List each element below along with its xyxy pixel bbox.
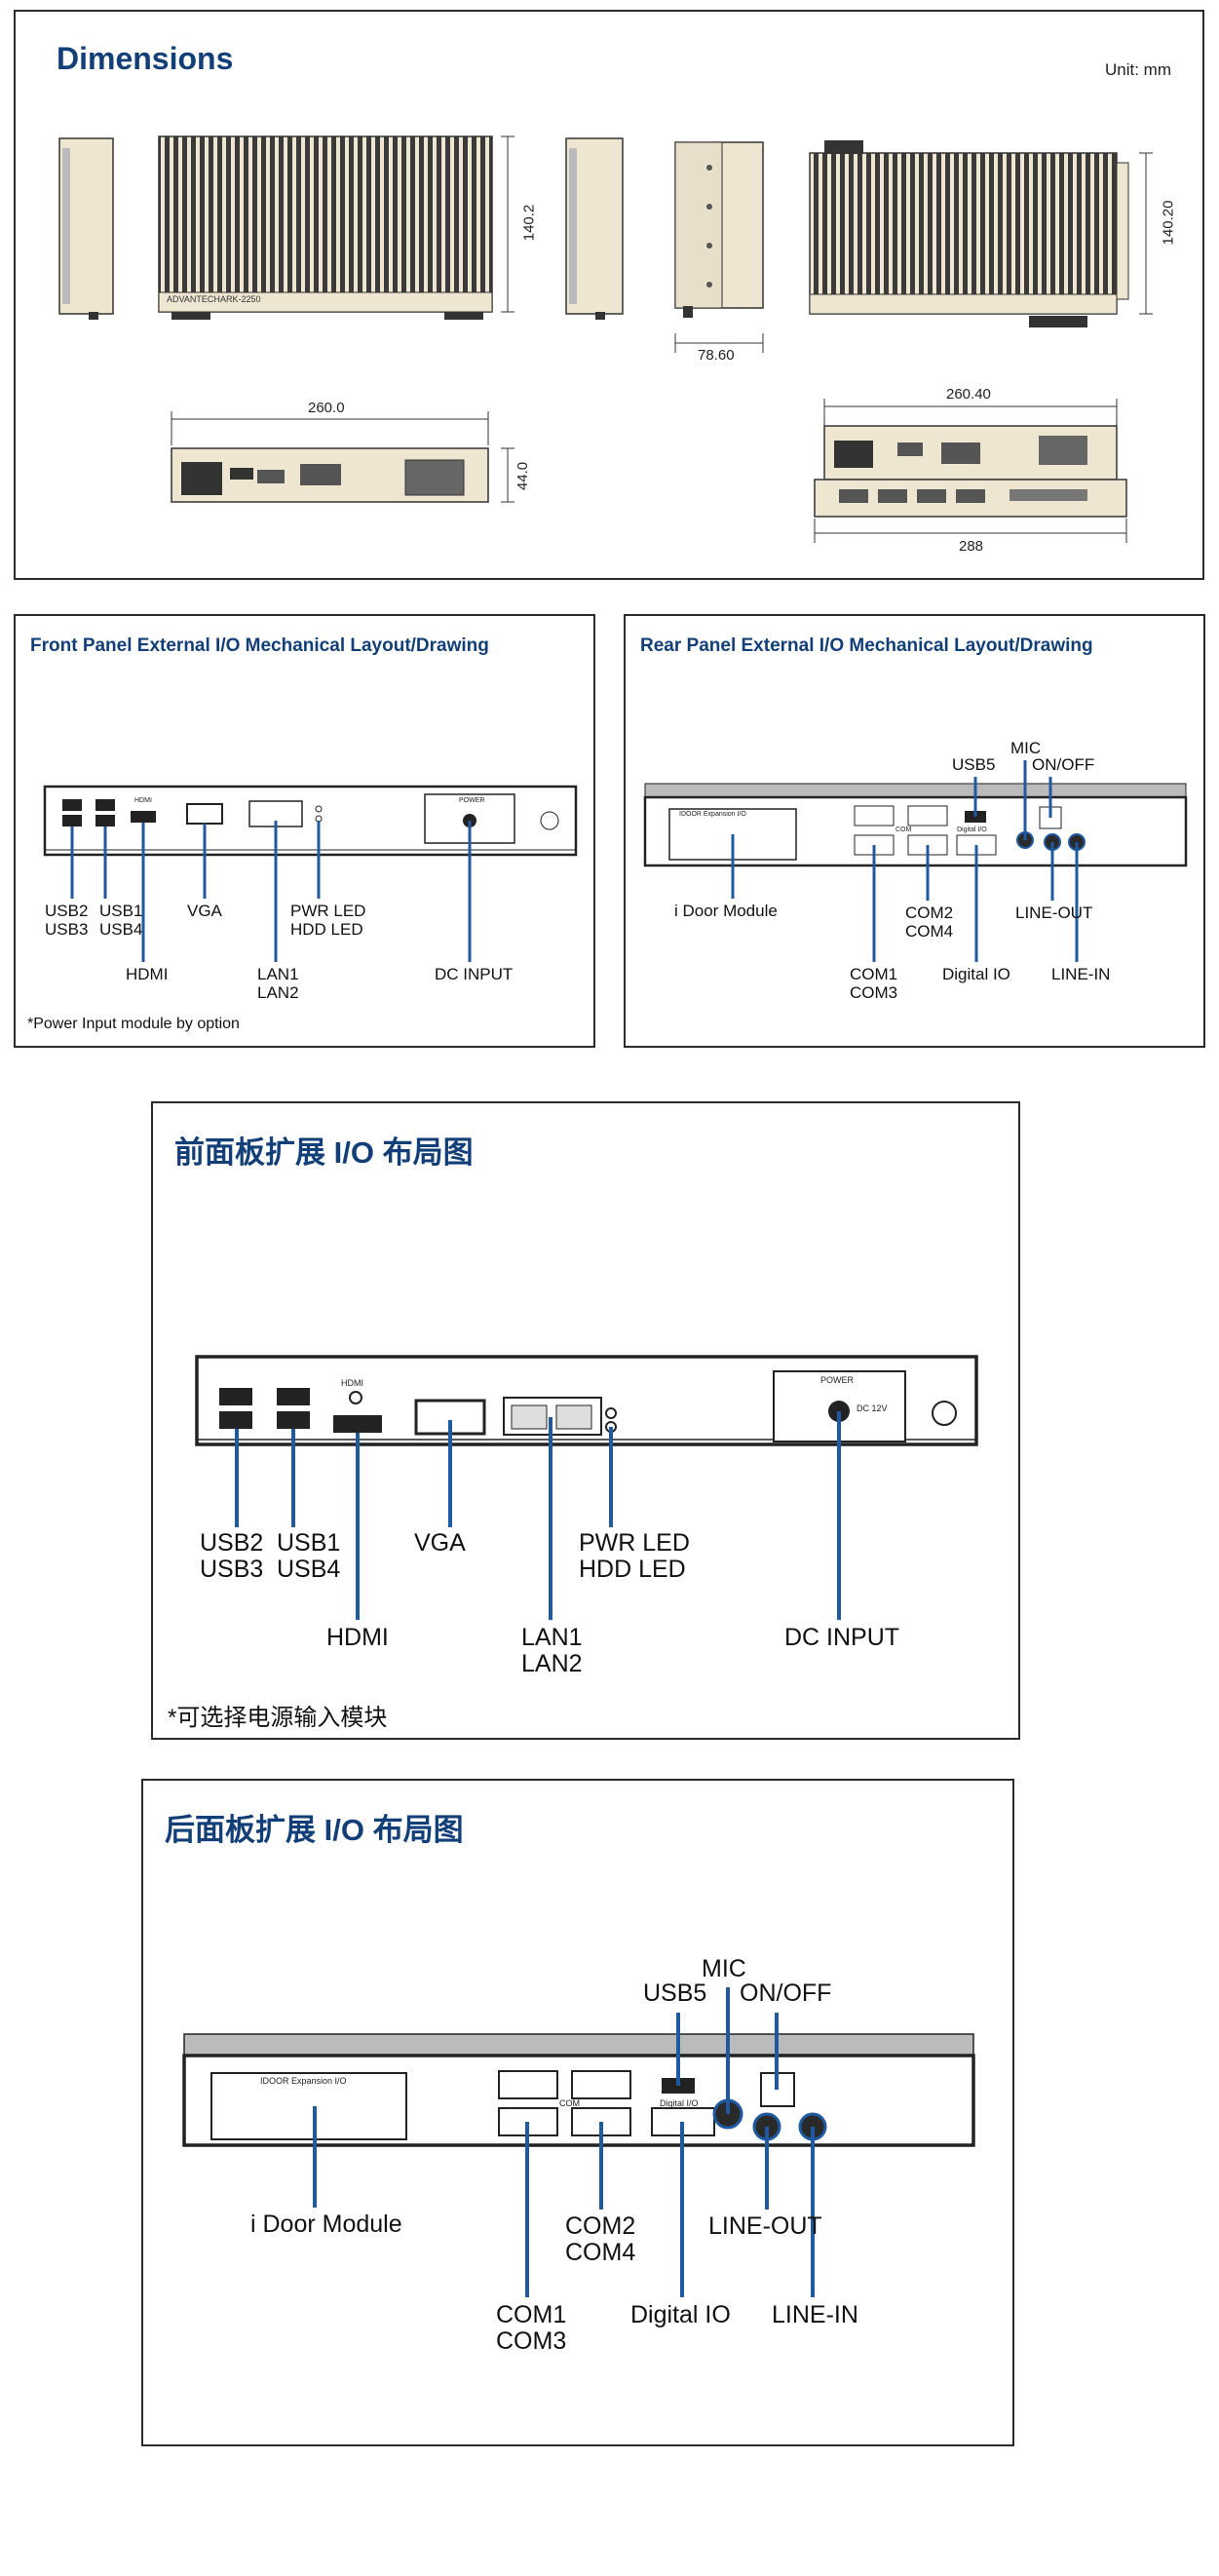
rear-en-label-com13: COM1 COM3 (850, 965, 898, 1002)
front-cn-hdmi-port: HDMI (341, 1378, 363, 1388)
rear-cn-title: 后面板扩展 I/O 布局图 (165, 1813, 464, 1847)
front-en-label-lan: LAN1 LAN2 (257, 965, 299, 1002)
rear-en-idoor-text: IDOOR Expansion I/O (679, 811, 746, 818)
dim-78-60: 78.60 (698, 347, 735, 364)
front-en-note: *Power Input module by option (27, 1016, 240, 1032)
front-cn-label-lan: LAN1 LAN2 (521, 1624, 583, 1677)
front-cn-dc-spec: DC 12V (857, 1403, 888, 1413)
front-view-small (171, 411, 514, 503)
front-en-label-usb23: USB2 USB3 (45, 902, 89, 939)
dim-140-20: 140.20 (1160, 200, 1177, 246)
front-en-title: Front Panel External I/O Mechanical Layo… (30, 635, 489, 656)
rear-cn-label-usb5: USB5 (643, 1980, 707, 2007)
front-en-label-dc: DC INPUT (435, 965, 514, 983)
rear-cn-com-text: COM (559, 2098, 580, 2108)
rear-panel-cn: 后面板扩展 I/O 布局图 IDOOR Expansion I/O COM Di… (141, 1779, 1014, 2446)
rear-cn-idoor-text: IDOOR Expansion I/O (260, 2076, 347, 2086)
rear-cn-label-mic: MIC (702, 1955, 746, 1982)
dim-140-2: 140.2 (520, 204, 538, 242)
rear-cn-drawing (182, 1987, 975, 2297)
iso-view (809, 140, 1153, 327)
rear-en-label-dio: Digital IO (942, 965, 1010, 983)
rear-en-label-lineout: LINE-OUT (1015, 904, 1093, 922)
dimensions-panel: Dimensions Unit: mm (14, 10, 1204, 580)
rear-cn-label-dio: Digital IO (630, 2301, 731, 2328)
side-view-left (58, 137, 114, 320)
front-en-label-vga: VGA (187, 902, 222, 920)
rear-view-small (814, 399, 1127, 543)
front-cn-label-usb14: USB1 USB4 (277, 1529, 341, 1583)
front-en-drawing (43, 785, 578, 962)
front-cn-title: 前面板扩展 I/O 布局图 (174, 1135, 474, 1170)
dimensions-title: Dimensions (57, 41, 234, 76)
rear-en-label-mic: MIC (1010, 739, 1042, 757)
model-text: ARK-2250 (220, 294, 261, 304)
front-cn-label-hdmi: HDMI (326, 1624, 389, 1651)
rear-en-label-idoor: i Door Module (674, 902, 778, 920)
rear-en-label-linein: LINE-IN (1051, 965, 1111, 983)
dim-288: 288 (959, 538, 984, 555)
dim-260-40: 260.40 (946, 386, 991, 403)
front-panel-cn: 前面板扩展 I/O 布局图 POWER DC 12V HDMI USB2 USB… (151, 1101, 1020, 1740)
front-cn-label-dc: DC INPUT (784, 1624, 900, 1651)
rear-en-com-text: COM (895, 827, 912, 833)
rear-cn-label-onoff: ON/OFF (740, 1980, 832, 2007)
rear-en-label-onoff: ON/OFF (1032, 755, 1095, 774)
rear-en-dio-text: Digital I/O (957, 827, 987, 833)
rear-cn-label-com13: COM1 COM3 (496, 2301, 567, 2355)
dim-44-0: 44.0 (514, 461, 532, 491)
front-cn-label-vga: VGA (414, 1529, 466, 1557)
front-cn-label-leds: PWR LED HDD LED (579, 1529, 690, 1583)
rear-cn-label-lineout: LINE-OUT (708, 2212, 822, 2240)
rear-en-label-com24: COM2 COM4 (905, 904, 954, 941)
rear-panel-en: Rear Panel External I/O Mechanical Layou… (624, 614, 1205, 1048)
brand-text: ADVANTECH (167, 294, 220, 304)
front-cn-label-usb23: USB2 USB3 (200, 1529, 264, 1583)
top-view (158, 135, 514, 320)
dim-260-0: 260.0 (308, 400, 345, 416)
unit-label: Unit: mm (1105, 60, 1171, 79)
front-en-label-usb14: USB1 USB4 (99, 902, 143, 939)
front-en-label-hdmi: HDMI (126, 965, 169, 983)
rear-cn-label-idoor: i Door Module (250, 2211, 402, 2238)
dimension-drawings (58, 135, 1153, 543)
rear-cn-label-linein: LINE-IN (772, 2301, 858, 2328)
rear-en-title: Rear Panel External I/O Mechanical Layou… (640, 635, 1093, 656)
front-cn-note: *可选择电源输入模块 (168, 1705, 388, 1731)
rear-cn-dio-text: Digital I/O (660, 2098, 699, 2108)
front-en-power-box: POWER (459, 797, 485, 804)
front-cn-drawing (195, 1355, 978, 1620)
front-en-label-leds: PWR LED HDD LED (290, 902, 366, 939)
rear-en-label-usb5: USB5 (952, 755, 996, 774)
front-cn-power-box: POWER (820, 1375, 855, 1385)
front-en-hdmi-port: HDMI (134, 797, 152, 804)
depth-view (674, 141, 764, 353)
rear-cn-label-com24: COM2 COM4 (565, 2212, 636, 2266)
side-view-right (565, 137, 624, 320)
front-panel-en: Front Panel External I/O Mechanical Layo… (14, 614, 595, 1048)
rear-en-drawing (643, 760, 1188, 962)
